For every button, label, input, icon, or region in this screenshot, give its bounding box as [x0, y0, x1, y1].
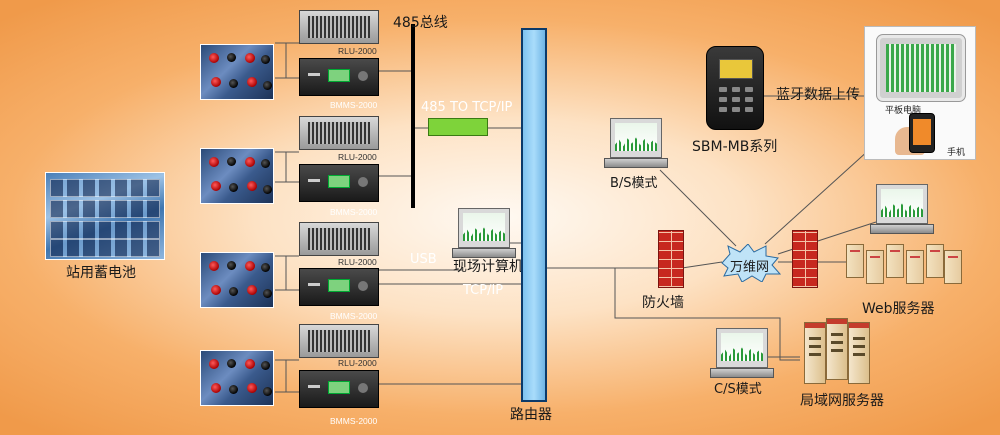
converter-485-tcpip [428, 118, 488, 136]
bmms-label: BMMS-2000 [330, 100, 378, 110]
router [521, 28, 547, 402]
battery-bank-photo [200, 148, 274, 204]
mobile-devices-panel: 平板电脑 手机 [864, 26, 976, 160]
tcpip-label: TCP/IP [463, 283, 504, 298]
battery-bank-photo [200, 252, 274, 308]
bmms-label: BMMS-2000 [330, 311, 378, 321]
bmms-unit [299, 164, 379, 202]
bmms-unit [299, 268, 379, 306]
rlu-label: RLU-2000 [338, 358, 377, 368]
rlu-label: RLU-2000 [338, 257, 377, 267]
web-server-label: Web服务器 [862, 301, 935, 317]
web-server-unit [906, 250, 924, 284]
web-server-unit [926, 244, 944, 278]
firewall-left [658, 230, 684, 288]
rs485-bus [411, 24, 415, 208]
internet-cloud-icon [721, 244, 782, 282]
bs-mode-label: B/S模式 [610, 176, 658, 191]
lan-server-unit [804, 322, 826, 384]
battery-bank-photo [200, 350, 274, 406]
sbm-mb-handheld [706, 46, 764, 130]
tablet-image [877, 35, 965, 101]
rlu-unit [299, 324, 379, 358]
rlu-unit [299, 116, 379, 150]
onsite-computer-label: 现场计算机 [453, 259, 523, 275]
rlu-unit [299, 10, 379, 44]
bmms-unit [299, 58, 379, 96]
web-server-unit [866, 250, 884, 284]
bluetooth-upload-label: 蓝牙数据上传 [776, 87, 860, 103]
rlu-label: RLU-2000 [338, 152, 377, 162]
rlu-label: RLU-2000 [338, 46, 377, 56]
bmms-unit [299, 370, 379, 408]
rlu-unit [299, 222, 379, 256]
station-battery-label: 站用蓄电池 [66, 265, 136, 281]
bus-485-label: 485总线 [393, 15, 448, 31]
station-battery-photo [45, 172, 165, 260]
internet-label: 万维网 [730, 260, 770, 275]
lan-server-label: 局域网服务器 [800, 393, 884, 409]
web-server-unit [846, 244, 864, 278]
tablet-label: 平板电脑 [885, 106, 922, 116]
cs-mode-label: C/S模式 [714, 382, 762, 397]
bmms-label: BMMS-2000 [330, 207, 378, 217]
firewall-right [792, 230, 818, 288]
web-server-unit [886, 244, 904, 278]
usb-label: USB [410, 252, 437, 267]
lan-server-unit [826, 318, 848, 380]
lan-server-unit [848, 322, 870, 384]
web-server-unit [944, 250, 962, 284]
phone-image [909, 113, 935, 153]
handheld-series-label: SBM-MB系列 [692, 139, 778, 155]
battery-bank-photo [200, 44, 274, 100]
phone-label: 手机 [947, 148, 966, 158]
converter-label: 485 TO TCP/IP [421, 100, 513, 115]
firewall-label: 防火墙 [642, 295, 684, 311]
bmms-label: BMMS-2000 [330, 416, 378, 426]
router-label: 路由器 [510, 407, 552, 423]
